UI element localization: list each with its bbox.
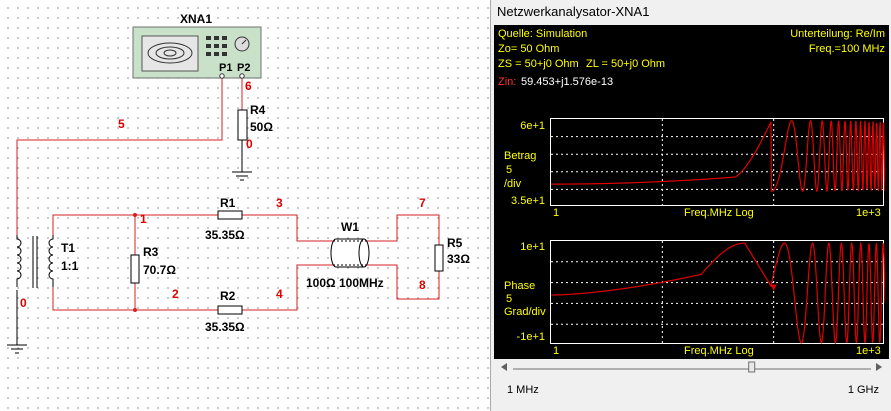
- zs-text: ZS = 50+j0 Ohm: [498, 58, 579, 70]
- schematic-wires: [7, 26, 444, 354]
- plot1-ybottom: 3.5e+1: [511, 195, 545, 207]
- r5-value: 33Ω: [447, 252, 470, 266]
- slider-left-arrow-icon[interactable]: [501, 363, 507, 371]
- source-text: Quelle: Simulation: [498, 28, 588, 40]
- r2-value: 35.35Ω: [205, 320, 245, 334]
- phase-trace: [551, 241, 885, 345]
- plot2-xstart: 1: [553, 345, 560, 357]
- plot2-div-value: 5: [506, 293, 513, 305]
- analyzer-screen: Quelle: Simulation Unterteilung: Re/Im Z…: [494, 25, 889, 359]
- zin-value: 59.453+j1.576e-13: [521, 76, 614, 88]
- net-label-4: 4: [276, 287, 283, 301]
- w1-value: 100Ω 100MHz: [306, 276, 384, 290]
- frequency-marker-icon: [770, 284, 777, 291]
- magnitude-trace: [551, 119, 885, 193]
- r1-value: 35.35Ω: [205, 228, 245, 242]
- net-label-2: 2: [172, 287, 179, 301]
- frequency-slider[interactable]: [499, 361, 884, 374]
- port1-label: P1: [219, 62, 233, 74]
- net-label-7: 7: [419, 196, 426, 210]
- slider-right-arrow-icon[interactable]: [876, 363, 882, 371]
- r4-value: 50Ω: [250, 120, 273, 134]
- net-label-6: 6: [245, 79, 252, 93]
- slider-thumb[interactable]: [748, 361, 756, 373]
- net-label-3: 3: [276, 196, 283, 210]
- net-label-8: 8: [419, 278, 426, 292]
- t1-ratio: 1:1: [61, 259, 79, 273]
- magnitude-plot-svg: [551, 119, 885, 207]
- freq-text: Freq.=100 MHz: [808, 43, 885, 55]
- zin-label: Zin:: [498, 76, 517, 88]
- plot1-xend: 1e+3: [856, 207, 881, 219]
- phase-plot[interactable]: [550, 240, 885, 345]
- plot1-div-value: 5: [506, 164, 513, 176]
- zl-text: ZL = 50+j0 Ohm: [586, 58, 666, 70]
- slider-max-label: 1 GHz: [847, 384, 879, 396]
- r1-ref: R1: [220, 196, 236, 210]
- plot2-div-unit: Grad/div: [504, 306, 546, 318]
- window-title: Netzwerkanalysator-XNA1: [497, 4, 650, 19]
- r3-ref: R3: [143, 245, 159, 259]
- plot2-ylabel: Phase: [504, 280, 536, 292]
- phase-plot-svg: [551, 241, 885, 345]
- r5-ref: R5: [447, 236, 463, 250]
- r2-ref: R2: [220, 289, 236, 303]
- magnitude-plot[interactable]: [550, 118, 885, 207]
- plot1-xstart: 1: [553, 207, 560, 219]
- plot2-ybottom: -1e+1: [516, 331, 545, 343]
- plot2-xend: 1e+3: [856, 345, 881, 357]
- zo-text: Zo= 50 Ohm: [498, 43, 560, 55]
- schematic-canvas[interactable]: XNA1 P1 P2 R4 50Ω R1 35.35Ω R2 35.35Ω R3…: [0, 0, 490, 411]
- network-analyzer-window: Netzwerkanalysator-XNA1 Quelle: Simulati…: [490, 0, 891, 411]
- r4-ref: R4: [250, 103, 266, 117]
- plot2-ytop: 1e+1: [520, 241, 545, 253]
- plot1-xlabel: Freq.MHz Log: [684, 207, 754, 219]
- plot2-xlabel: Freq.MHz Log: [684, 345, 754, 357]
- net-label-5: 5: [118, 117, 125, 131]
- net-label-1: 1: [140, 212, 147, 226]
- plot1-ytop: 6e+1: [520, 120, 545, 132]
- division-text: Unterteilung: Re/Im: [790, 28, 885, 40]
- w1-ref: W1: [341, 220, 359, 234]
- net-label-0-t1: 0: [20, 296, 27, 310]
- plot1-ylabel: Betrag: [504, 150, 537, 162]
- slider-min-label: 1 MHz: [507, 384, 539, 396]
- plot1-div-unit: /div: [504, 178, 522, 190]
- t1-ref: T1: [61, 241, 76, 255]
- instrument-label: XNA1: [180, 12, 213, 26]
- r3-value: 70.7Ω: [143, 263, 176, 277]
- net-label-0-r4: 0: [246, 137, 253, 151]
- port2-label: P2: [237, 62, 251, 74]
